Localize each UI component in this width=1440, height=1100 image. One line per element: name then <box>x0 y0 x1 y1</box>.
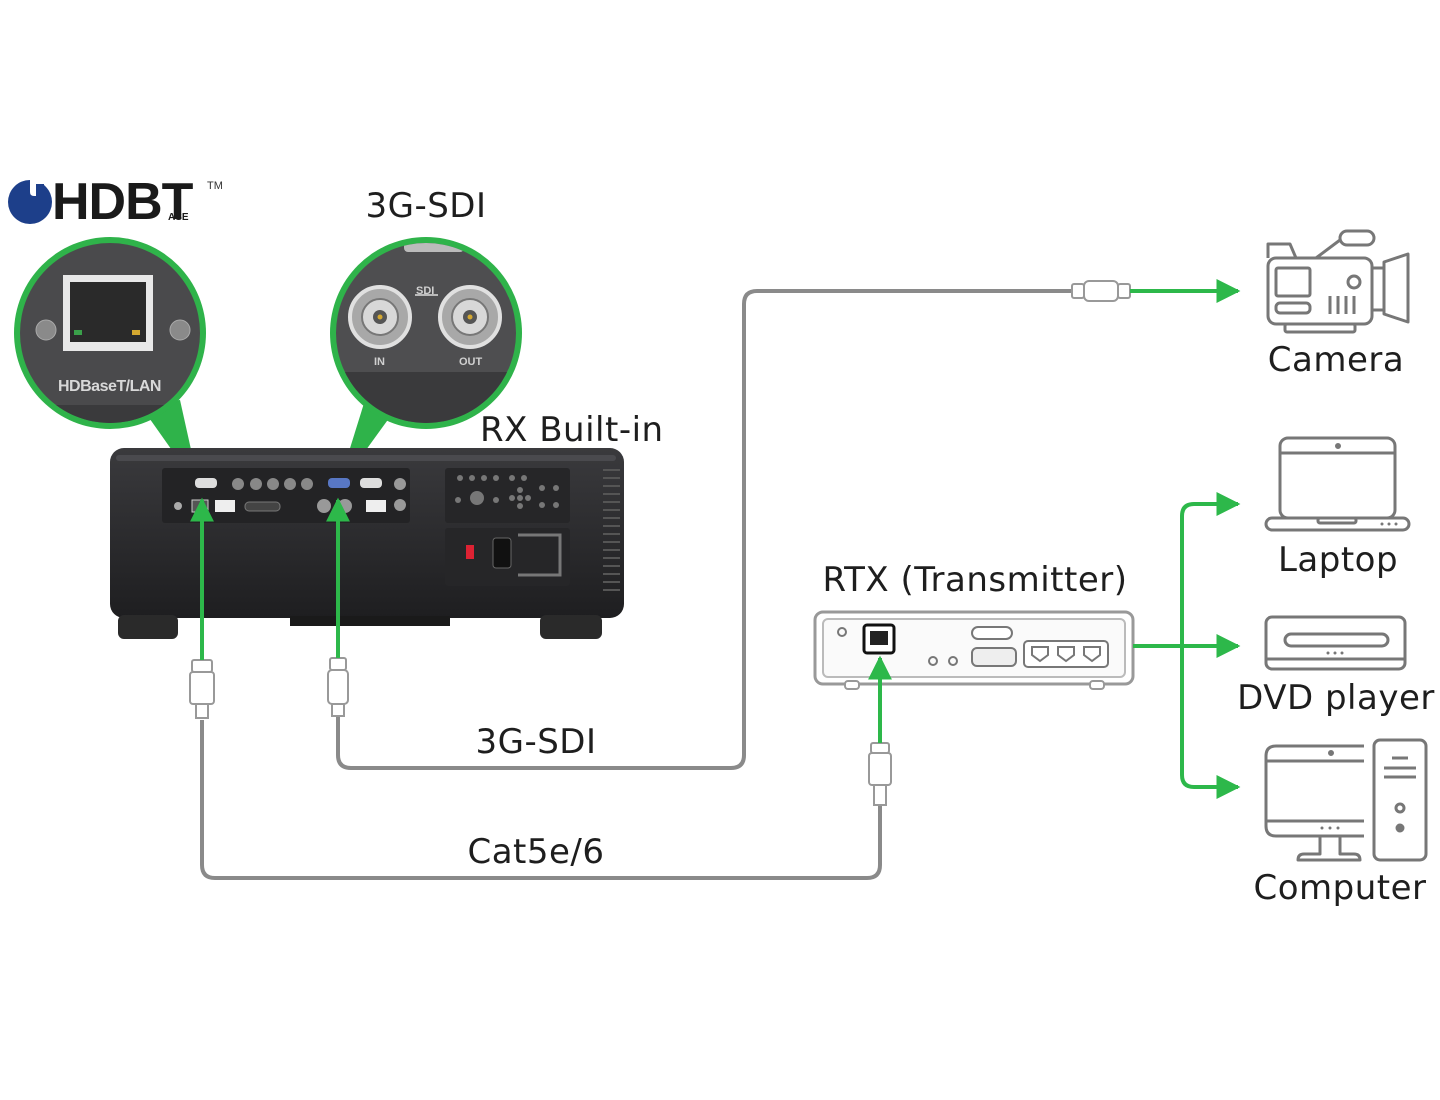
transmitter-box <box>813 610 1135 690</box>
laptop-icon <box>1264 436 1411 532</box>
hdbaset-logo-text: HDBT <box>52 173 193 231</box>
projector-label: RX Built-in <box>480 410 664 450</box>
sdi-group-label: SDI <box>416 285 435 297</box>
sdi-cable-label: 3G-SDI <box>475 722 597 762</box>
sdi-cable <box>336 289 1075 770</box>
sdi-callout-title: 3G-SDI <box>365 186 487 226</box>
laptop-signal-arrow <box>1180 492 1241 646</box>
cat-cable-label: Cat5e/6 <box>467 832 605 872</box>
source-label-camera: Camera <box>1267 340 1405 380</box>
signal-arrows <box>190 279 1241 799</box>
transmitter-label: RTX (Transmitter) <box>822 560 1128 600</box>
sdi-in-label: IN <box>374 356 385 368</box>
bnc-plug-camera <box>1071 280 1131 302</box>
source-label-laptop: Laptop <box>1277 540 1399 580</box>
bnc-plug-left <box>327 657 349 717</box>
source-label-dvd-player: DVD player <box>1237 678 1435 718</box>
cat-cable <box>200 720 882 880</box>
rj45-plug-right <box>868 742 892 806</box>
projector <box>110 448 624 639</box>
computer-signal-arrow <box>1180 646 1241 799</box>
hdbaset-logo-suffix: ASE <box>168 212 189 223</box>
sdi-out-label: OUT <box>459 356 483 368</box>
trademark-symbol: TM <box>207 180 223 192</box>
desktop-computer-icon <box>1264 738 1428 862</box>
source-label-computer: Computer <box>1253 868 1427 908</box>
rj45-plug-left <box>189 659 215 719</box>
sdi-port-callout <box>330 237 522 429</box>
hdbaset-logo-mark-icon <box>8 180 52 224</box>
hdbaset-port-callout <box>14 237 206 429</box>
video-camera-icon <box>1266 229 1410 334</box>
dvd-player-icon <box>1264 615 1407 671</box>
hdbaset-lan-port-label: HDBaseT/LAN <box>58 378 161 395</box>
